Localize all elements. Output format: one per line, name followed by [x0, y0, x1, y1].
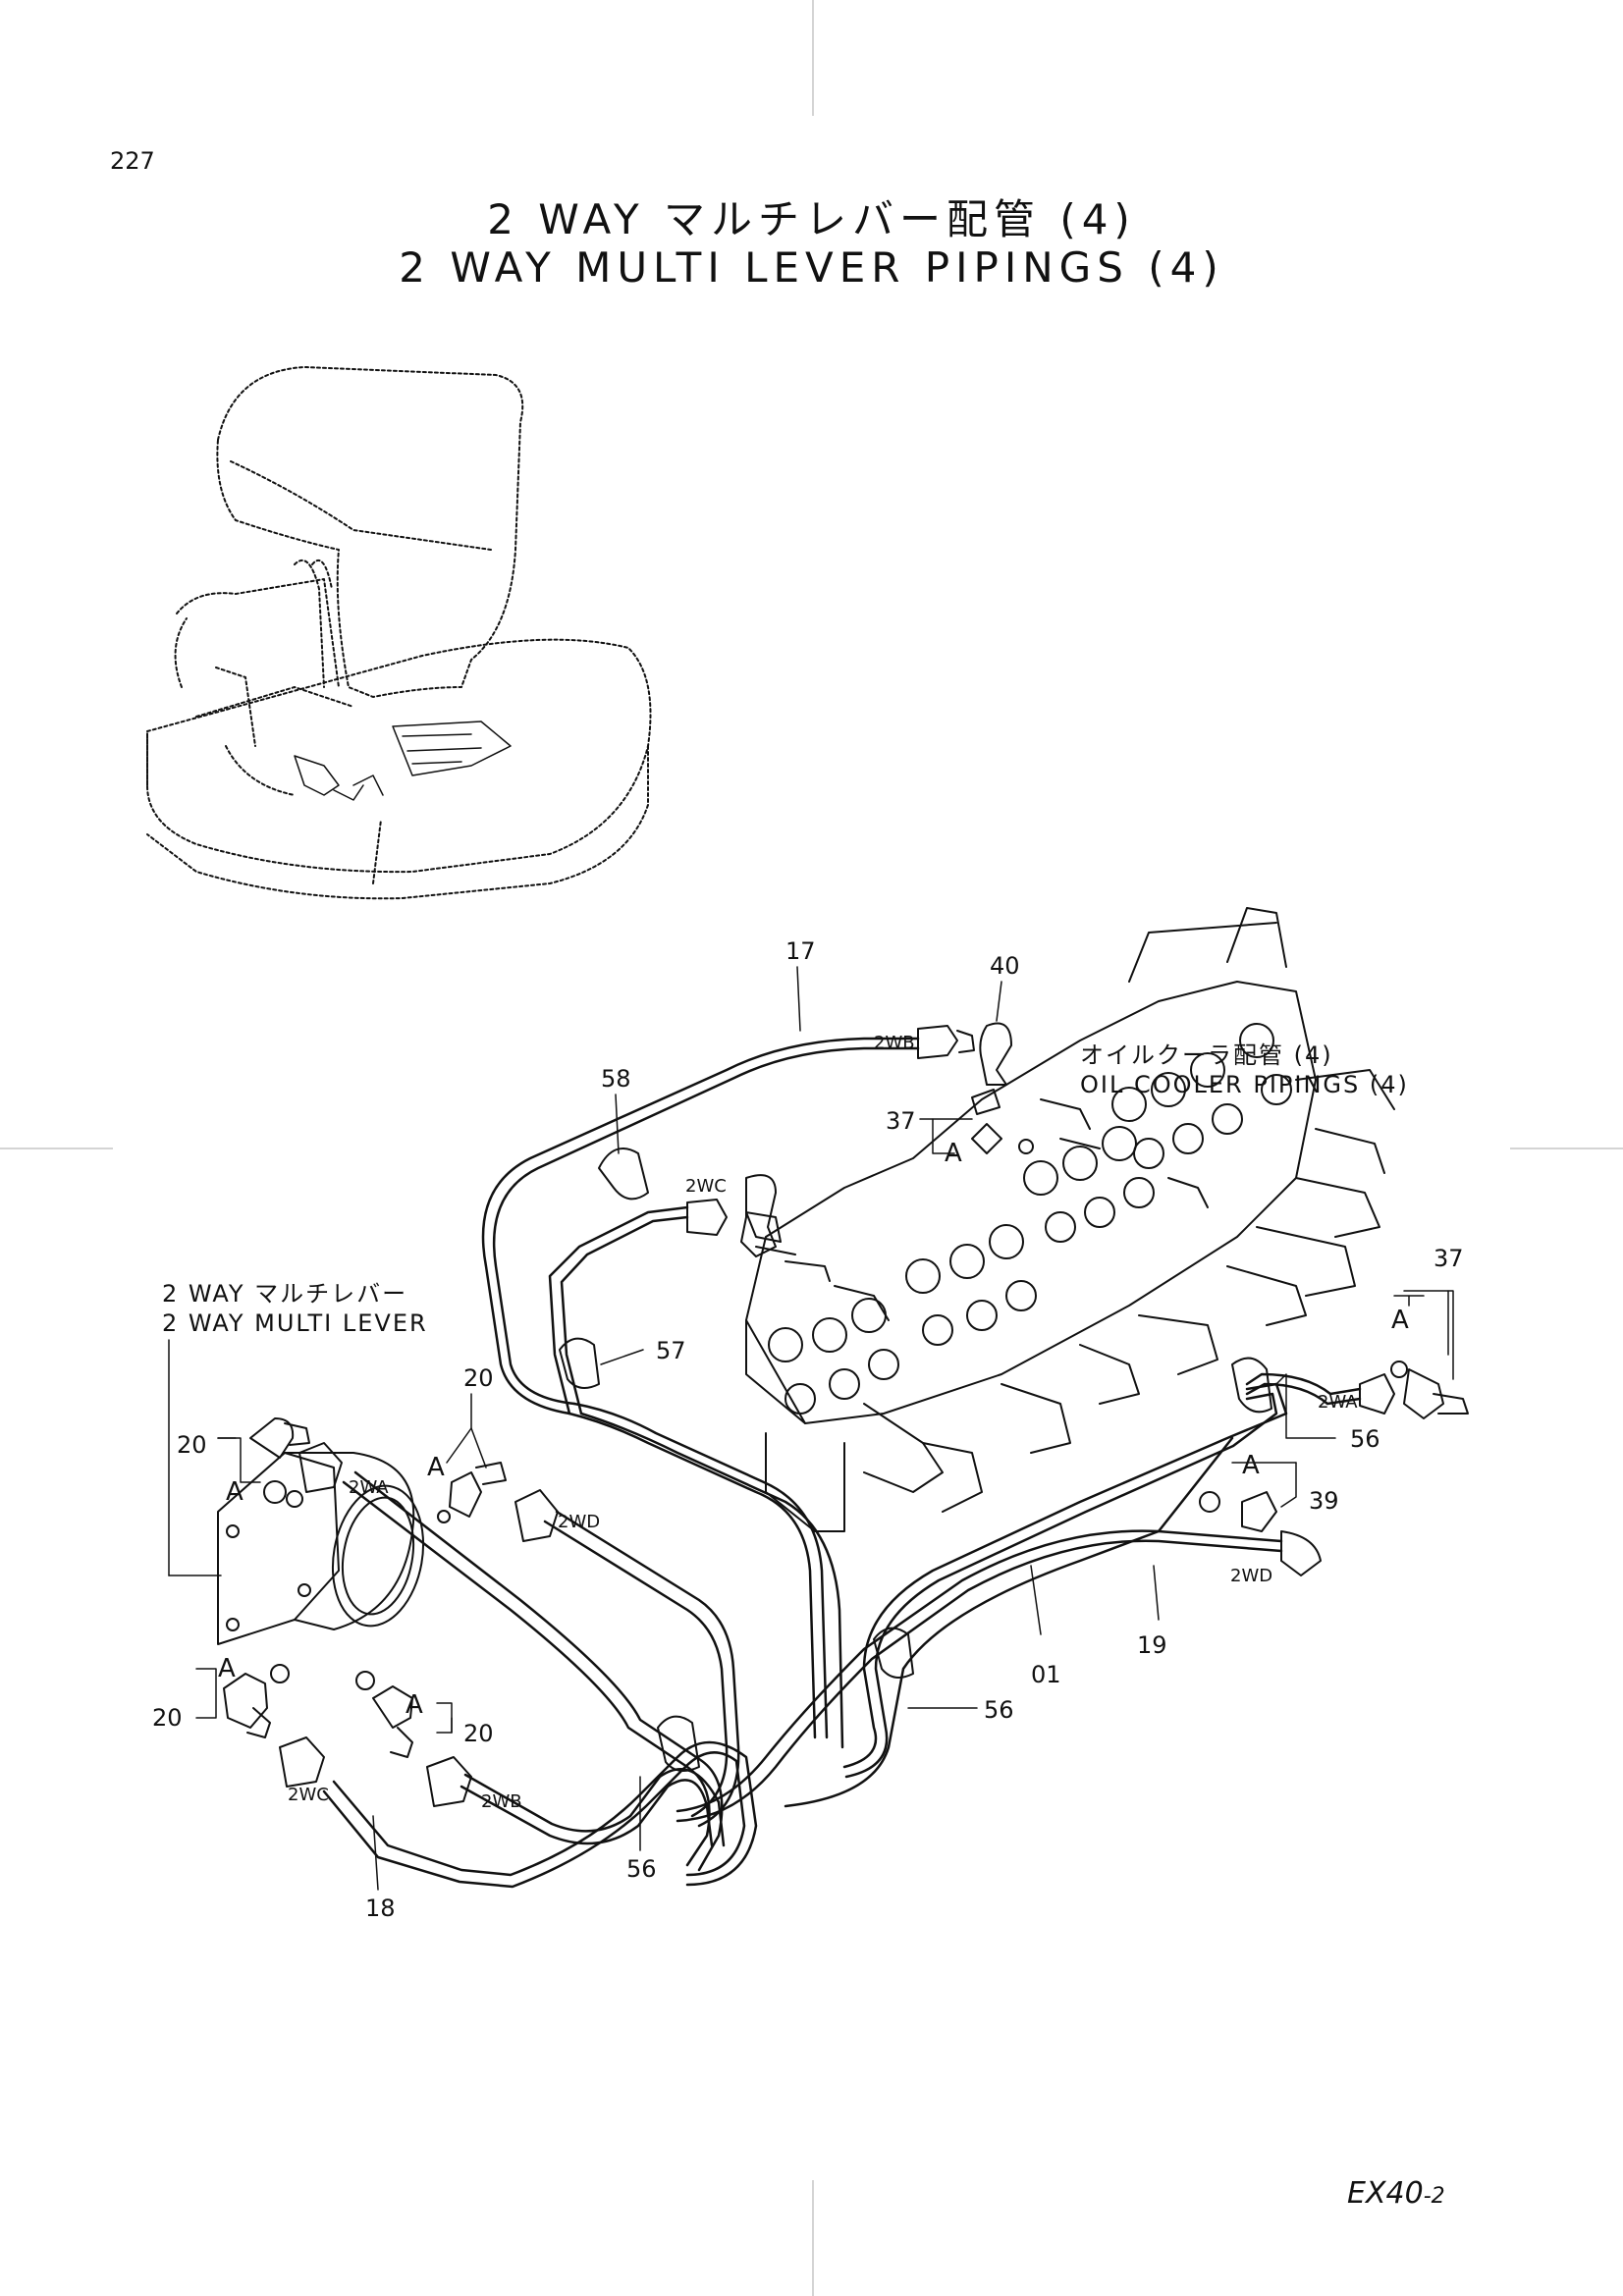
- fitting-40-elbow: [917, 1022, 1012, 1086]
- fitting-20-topleft: [249, 1417, 310, 1504]
- detail-a-topleft: A: [226, 1477, 243, 1507]
- callout-39: 39: [1309, 1487, 1339, 1515]
- pipe-wc-upper: [548, 1205, 844, 1749]
- clamp-57: [559, 1337, 600, 1389]
- callout-18: 18: [365, 1895, 396, 1922]
- callout-37-top: 37: [886, 1107, 916, 1135]
- detail-a-bottomleft: A: [218, 1654, 236, 1683]
- model-suffix: -2: [1423, 2184, 1445, 2209]
- model-name: EX40: [1347, 2176, 1424, 2211]
- page-number: 227: [110, 147, 155, 175]
- callout-19: 19: [1137, 1631, 1167, 1659]
- clamp-56-bottom: [657, 1715, 700, 1772]
- control-valve-block: [745, 907, 1395, 1532]
- fitting-2wc-upper: [686, 1174, 777, 1257]
- clamp-56-mid: [873, 1627, 914, 1679]
- fitting-2wc-left: [279, 1736, 325, 1788]
- leader-lines: [168, 966, 1454, 1891]
- callout-57: 57: [656, 1337, 686, 1364]
- pipe-2wd-left: [543, 1510, 740, 1828]
- port-tag-2wb-left: 2WB: [481, 1791, 522, 1812]
- pipe-17: [481, 1037, 920, 1415]
- port-tag-2wc-left: 2WC: [288, 1785, 329, 1805]
- callout-20-topmid: 20: [463, 1364, 494, 1392]
- multi-lever-body: [217, 1452, 425, 1645]
- pipe-right-2wa: [1245, 1372, 1362, 1406]
- fitting-20-topmid: [437, 1462, 507, 1523]
- detail-a-right: A: [1391, 1306, 1409, 1335]
- callout-58: 58: [601, 1065, 631, 1093]
- detail-a-bottommid: A: [406, 1690, 423, 1720]
- oil-cooler-note-ja: オイルクーラ配管 (4): [1080, 1041, 1333, 1069]
- multi-lever-note: 2 WAY マルチレバー 2 WAY MULTI LEVER: [162, 1279, 428, 1338]
- oil-cooler-note-en: OIL COOLER PIPINGS (4): [1080, 1071, 1409, 1098]
- model-code: EX40-2: [1347, 2176, 1445, 2211]
- pipe-2wb-left: [460, 1768, 726, 1847]
- multi-lever-note-en: 2 WAY MULTI LEVER: [162, 1309, 428, 1337]
- port-tag-2wd-right: 2WD: [1230, 1566, 1273, 1586]
- fitting-2wa-left: [298, 1442, 343, 1493]
- pipe-2wa-left: [342, 1470, 724, 1872]
- fitting-20-bottomleft: [223, 1664, 290, 1738]
- clamp-56-right: [1231, 1357, 1272, 1414]
- title-japanese: 2 WAY マルチレバー配管 (4): [487, 195, 1136, 243]
- port-tag-2wb-upper: 2WB: [874, 1033, 915, 1053]
- callout-56-right: 56: [1350, 1425, 1380, 1453]
- port-tag-2wd-left: 2WD: [558, 1512, 601, 1532]
- fitting-2wd-left: [514, 1489, 559, 1542]
- fitting-39: [1199, 1491, 1322, 1576]
- callout-20-bottommid: 20: [463, 1720, 494, 1747]
- callout-56-bottom: 56: [626, 1855, 657, 1883]
- callout-17: 17: [785, 937, 816, 965]
- callout-56-mid: 56: [984, 1696, 1014, 1724]
- callout-20-bottomleft: 20: [152, 1704, 183, 1732]
- pipe-18: [322, 1740, 758, 1889]
- port-tag-2wc-upper: 2WC: [685, 1176, 727, 1197]
- fitting-20-bottommid: [355, 1671, 413, 1758]
- pipe-upper-left-run: [568, 1402, 829, 1739]
- callout-01: 01: [1031, 1661, 1061, 1688]
- machine-overview-sketch: [146, 366, 652, 900]
- clamp-58: [598, 1148, 649, 1201]
- fitting-37-right: [1359, 1361, 1469, 1419]
- port-tag-2wa-right: 2WA: [1318, 1392, 1358, 1413]
- title-english: 2 WAY MULTI LEVER PIPINGS (4): [399, 243, 1224, 292]
- detail-a-top: A: [945, 1139, 962, 1168]
- callout-40: 40: [990, 952, 1020, 980]
- pipe-19: [676, 1529, 1283, 1823]
- detail-a-39: A: [1242, 1451, 1260, 1480]
- port-tag-2wa-left: 2WA: [349, 1477, 389, 1498]
- detail-a-topmid: A: [427, 1453, 445, 1482]
- fitting-2wb-left: [426, 1756, 472, 1807]
- multi-lever-note-ja: 2 WAY マルチレバー: [162, 1280, 408, 1308]
- oil-cooler-note: オイルクーラ配管 (4) OIL COOLER PIPINGS (4): [1080, 1041, 1409, 1099]
- callout-20-topleft: 20: [177, 1431, 207, 1459]
- fitting-37-top: [971, 1089, 1034, 1154]
- callout-37-right: 37: [1434, 1245, 1464, 1272]
